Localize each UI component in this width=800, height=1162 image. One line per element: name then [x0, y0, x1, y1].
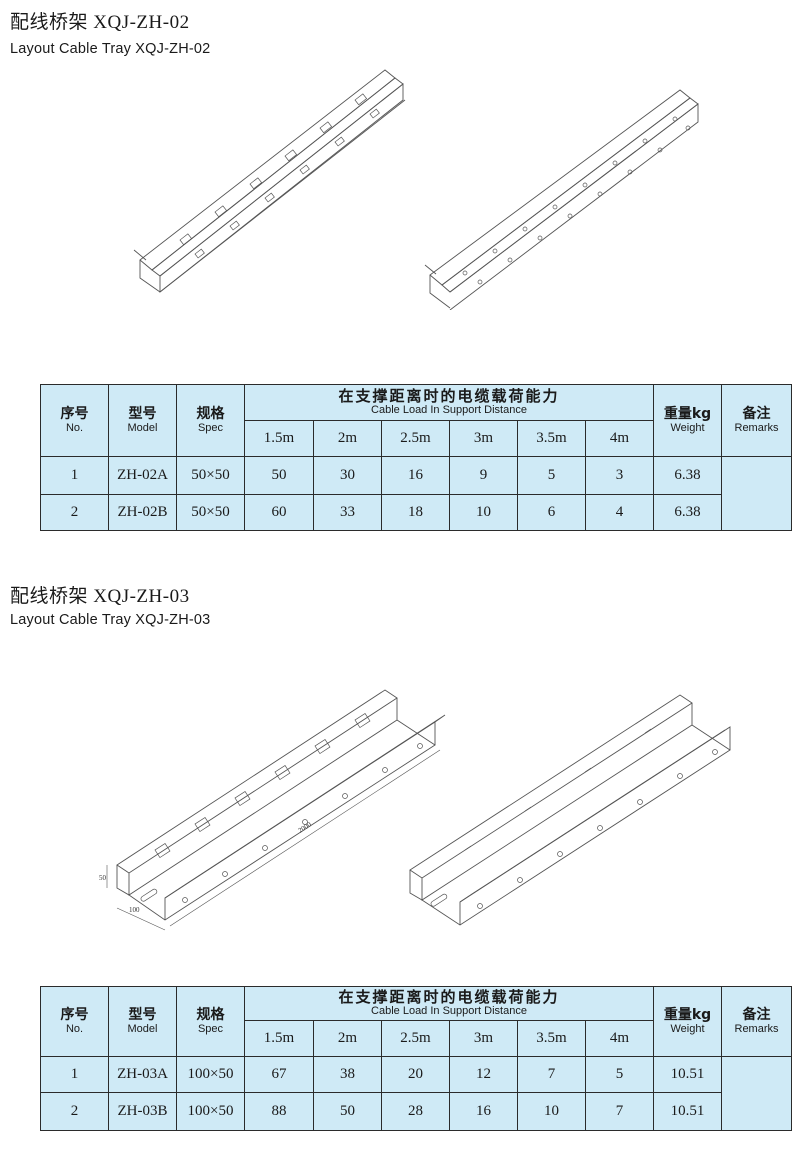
spec-table-zh03: 序号 No. 型号 Model 规格 Spec 在支撑距离时的电缆载荷能力 Ca… [40, 986, 793, 1131]
dimension-width: 100 [129, 906, 140, 914]
cell-remarks [721, 456, 793, 531]
cell-load: 38 [313, 1056, 382, 1093]
cell-no: 2 [40, 1092, 109, 1131]
table-row: 1 ZH-03A 100×50 67 38 20 12 7 5 10.51 [40, 1056, 793, 1131]
header-spec: 规格 Spec [176, 986, 245, 1057]
header-distance: 3m [449, 420, 518, 457]
cell-weight: 6.38 [653, 494, 723, 531]
cell-load: 6 [517, 494, 586, 531]
cell-load: 20 [381, 1056, 450, 1093]
cell-load: 10 [449, 494, 518, 531]
dimension-height: 50 [99, 874, 107, 882]
cell-model: ZH-02A [108, 456, 177, 495]
cell-load: 16 [381, 456, 450, 495]
header-load: 在支撑距离时的电缆载荷能力 Cable Load In Support Dist… [243, 986, 655, 1021]
header-distance: 3.5m [517, 1020, 586, 1057]
cell-load: 3 [584, 456, 655, 495]
tray-drawing-zh03-left [106, 689, 446, 931]
cell-spec: 100×50 [176, 1056, 245, 1093]
header-weight: 重量kg Weight [653, 986, 723, 1057]
spec-table-zh02: 序号 No. 型号 Model 规格 Spec 在支撑距离时的电缆载荷能力 Ca… [40, 384, 793, 531]
table-row: 2 ZH-03B 100×50 88 50 28 16 10 7 10.51 [40, 1092, 792, 1131]
header-load: 在支撑距离时的电缆载荷能力 Cable Load In Support Dist… [243, 384, 655, 421]
header-distance: 2.5m [381, 420, 450, 457]
cell-load: 67 [244, 1056, 314, 1093]
header-model: 型号 Model [108, 384, 177, 457]
header-distance: 3m [449, 1020, 518, 1057]
cell-load: 5 [584, 1056, 655, 1093]
cell-no: 2 [40, 494, 109, 531]
cell-weight: 10.51 [653, 1056, 723, 1093]
tray-illustration-zh03: 2000 50 100 [95, 680, 745, 940]
section-title-zh02: 配线桥架 XQJ-ZH-02 [10, 12, 190, 33]
header-distance: 4m [584, 1020, 655, 1057]
tray-drawing-zh03-right [409, 694, 731, 926]
cell-load: 10 [517, 1092, 586, 1131]
cell-load: 60 [244, 494, 314, 531]
cell-no: 1 [40, 1056, 109, 1093]
cell-model: ZH-03B [108, 1092, 177, 1131]
section-subtitle-zh02: Layout Cable Tray XQJ-ZH-02 [10, 41, 211, 57]
cell-load: 33 [313, 494, 382, 531]
cell-load: 50 [244, 456, 314, 495]
header-model: 型号 Model [108, 986, 177, 1057]
header-distance: 2m [313, 1020, 382, 1057]
cell-load: 88 [244, 1092, 314, 1131]
cell-load: 5 [517, 456, 586, 495]
header-weight: 重量kg Weight [653, 384, 723, 457]
header-remarks: 备注 Remarks [721, 986, 793, 1057]
cell-remarks [721, 1056, 793, 1131]
cell-spec: 100×50 [176, 1092, 245, 1131]
cell-model: ZH-02B [108, 494, 177, 531]
cell-load: 4 [584, 494, 655, 531]
cell-load: 7 [584, 1092, 655, 1131]
header-distance: 1.5m [244, 1020, 314, 1057]
table-row: 2 ZH-02B 50×50 60 33 18 10 6 4 6.38 [40, 494, 792, 531]
header-distance: 2m [313, 420, 382, 457]
header-distance: 1.5m [244, 420, 314, 457]
section-subtitle-zh03: Layout Cable Tray XQJ-ZH-03 [10, 612, 211, 628]
header-no: 序号 No. [40, 986, 109, 1057]
header-remarks: 备注 Remarks [721, 384, 793, 457]
header-distance: 2.5m [381, 1020, 450, 1057]
cell-load: 30 [313, 456, 382, 495]
cell-load: 12 [449, 1056, 518, 1093]
cell-spec: 50×50 [176, 494, 245, 531]
header-spec: 规格 Spec [176, 384, 245, 457]
tray-drawing-zh02-right [424, 89, 699, 310]
cell-weight: 10.51 [653, 1092, 723, 1131]
cell-load: 28 [381, 1092, 450, 1131]
section-title-zh03: 配线桥架 XQJ-ZH-03 [10, 586, 190, 607]
cell-load: 7 [517, 1056, 586, 1093]
cell-load: 50 [313, 1092, 382, 1131]
header-distance: 4m [584, 420, 655, 457]
table-row: 1 ZH-02A 50×50 50 30 16 9 5 3 6.38 [40, 456, 793, 531]
cell-no: 1 [40, 456, 109, 495]
dimension-length: 2000 [297, 820, 314, 835]
cell-weight: 6.38 [653, 456, 723, 495]
header-distance: 3.5m [517, 420, 586, 457]
cell-load: 9 [449, 456, 518, 495]
cell-spec: 50×50 [176, 456, 245, 495]
tray-drawing-zh02-left [133, 69, 406, 293]
tray-illustration-zh02 [120, 60, 720, 310]
cell-load: 16 [449, 1092, 518, 1131]
cell-load: 18 [381, 494, 450, 531]
header-no: 序号 No. [40, 384, 109, 457]
cell-model: ZH-03A [108, 1056, 177, 1093]
